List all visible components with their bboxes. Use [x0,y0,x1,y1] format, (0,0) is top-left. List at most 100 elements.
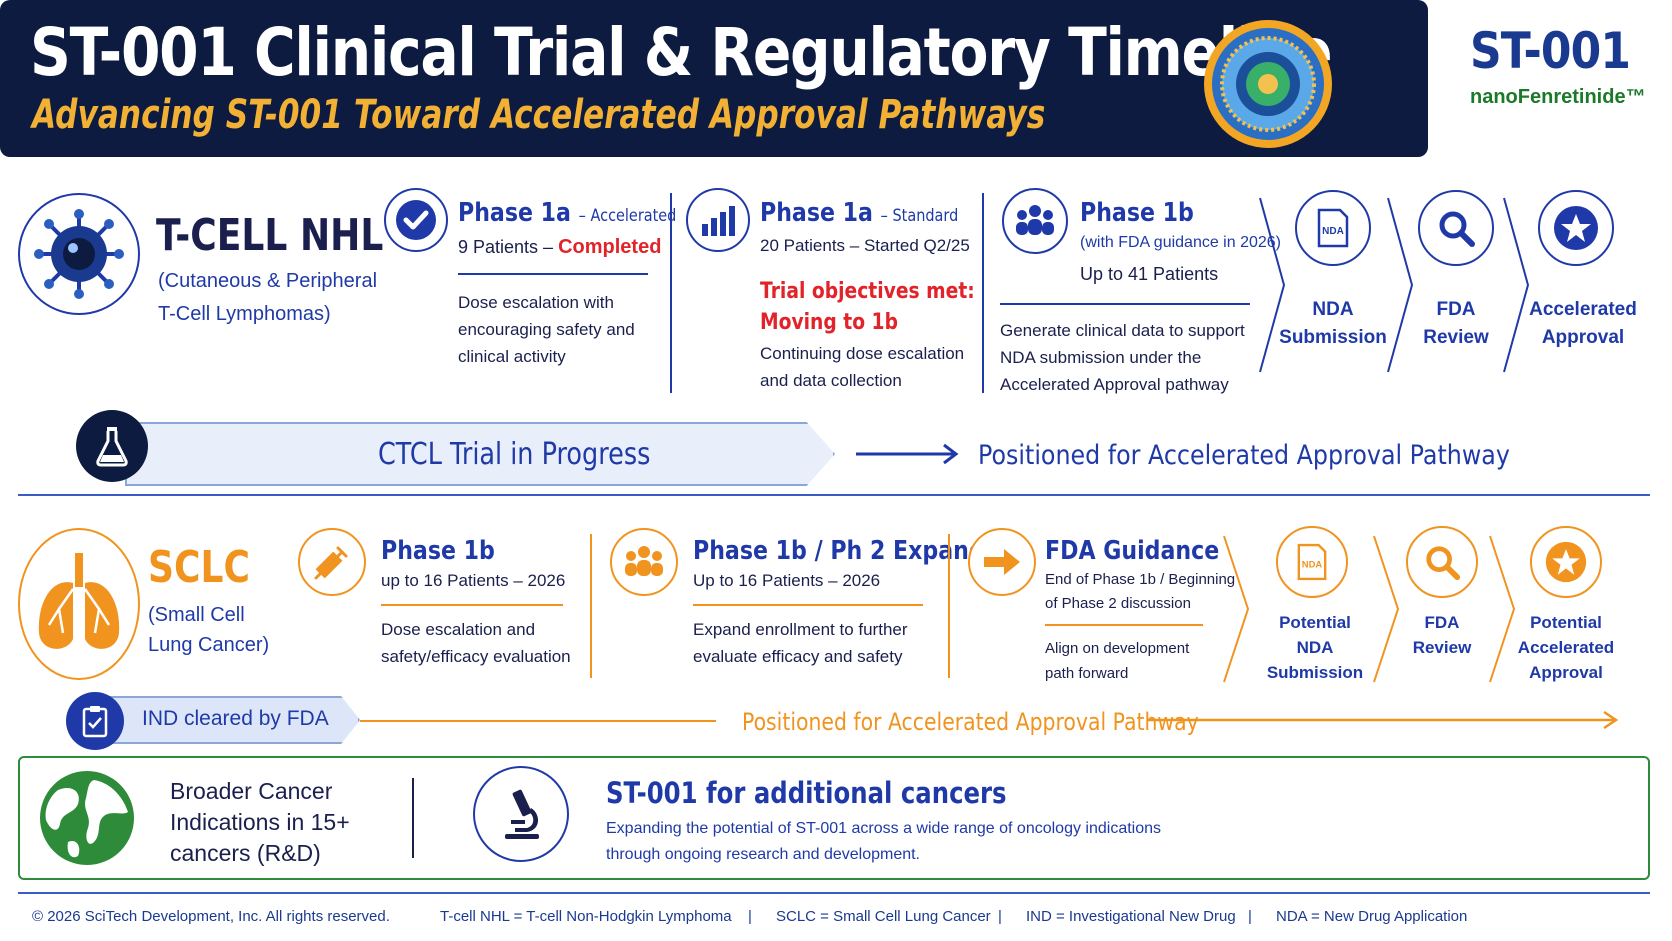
phase1a-acc-title: Phase 1a – Accelerated [458,198,677,228]
footer-separator: | [1248,908,1252,925]
tcell-positioned-text: Positioned for Accelerated Approval Path… [978,440,1510,471]
globe-icon [40,771,134,865]
header-banner [0,0,1428,157]
star-badge-icon [1538,190,1614,266]
vertical-divider [982,193,984,393]
brand-subtitle: nanoFenretinide™ [1470,86,1646,108]
sclc-phase1b-title: Phase 1b [381,536,495,566]
page-subtitle: Advancing ST-001 Toward Accelerated Appr… [32,92,1046,138]
footer-separator: | [998,908,1002,925]
arrow-right-icon [984,549,1020,575]
phase1b-patients: Up to 41 Patients [1080,264,1219,284]
sclc-fda-line1: End of Phase 1b / Beginning [1045,571,1236,588]
arrow-icon-circle [968,528,1036,596]
tcell-icon-circle [18,193,140,315]
syringe-icon-circle [298,528,366,596]
chevron-separator [1259,197,1286,373]
magnifier-icon [1418,190,1494,266]
ind-banner-text: IND cleared by FDA [142,707,329,730]
star-badge-icon [1530,526,1602,598]
page-title: ST-001 Clinical Trial & Regulatory Timel… [30,14,1333,91]
vertical-divider [590,534,592,678]
chevron-separator [1489,535,1516,683]
divider [693,604,923,606]
vertical-divider [670,193,672,393]
footer-abbrev-tcell: T-cell NHL = T-cell Non-Hodgkin Lymphoma [440,908,732,925]
footer-divider [18,892,1650,894]
checkmark-icon [396,200,436,240]
t-cell-virus-icon [34,209,124,299]
people-group-icon [625,546,663,576]
arrow-right-icon [1148,710,1619,730]
syringe-icon [314,546,348,580]
ind-banner [90,696,360,744]
clipboard-icon-circle [66,692,124,750]
sclc-fda-line2: of Phase 2 discussion [1045,595,1191,612]
flask-icon-circle [76,410,148,482]
footer-separator: | [748,908,752,925]
sclc-phase1b-patients: up to 16 Patients – 2026 [381,571,566,590]
sclc-name: SCLC [148,542,250,593]
tcell-desc-1: (Cutaneous & Peripheral [158,270,378,292]
divider [1045,624,1203,626]
ctcl-banner-text: CTCL Trial in Progress [378,437,651,472]
phase1a-acc-patients: 9 Patients – Completed [458,236,662,258]
chevron-separator [1503,197,1530,373]
divider [1000,303,1250,305]
sclc-fda-title: FDA Guidance [1045,536,1220,566]
people-icon-circle [610,528,678,596]
sclc-desc-2: Lung Cancer) [148,634,270,656]
chevron-separator [1223,535,1250,683]
broader-cancer-box [18,756,1650,880]
nda-document-icon: NDA [1295,190,1371,266]
microscope-icon [505,789,539,839]
sclc-desc-1: (Small Cell [148,604,245,626]
divider [381,604,563,606]
footer-abbrev-ind: IND = Investigational New Drug [1026,908,1236,925]
broader-desc-2: through ongoing research and development… [606,846,920,863]
people-group-icon [1016,205,1054,235]
broader-desc-1: Expanding the potential of ST-001 across… [606,820,1162,837]
phase1a-std-title: Phase 1a – Standard [760,198,959,228]
section-divider [18,494,1650,496]
ctcl-banner [125,422,835,486]
tcell-desc-2: T-Cell Lymphomas) [158,303,331,325]
chevron-separator [1373,535,1400,683]
sclc-phase1b2-patients: Up to 16 Patients – 2026 [693,571,881,590]
phase1a-std-patients: 20 Patients – Started Q2/25 [760,236,970,255]
nda-document-icon: NDA [1276,526,1348,598]
clipboard-check-icon [82,706,108,738]
phase1b-icon-circle [1002,188,1068,254]
sclc-icon-circle [18,528,140,680]
phase1a-acc-icon-circle [384,188,448,252]
flask-icon [96,427,128,467]
arrow-right-icon [856,443,959,465]
lungs-icon [38,553,120,649]
orange-line [360,720,716,722]
nanoparticle-icon [1204,20,1332,148]
broader-title: ST-001 for additional cancers [606,776,1007,810]
footer-abbrev-sclc: SCLC = Small Cell Lung Cancer [776,908,991,925]
phase1b-note: (with FDA guidance in 2026) [1080,234,1281,251]
nda-badge-text: NDA [1322,226,1344,237]
vertical-divider [948,534,950,678]
microscope-icon-circle [473,766,569,862]
magnifier-icon [1406,526,1478,598]
phase1a-std-icon-circle [686,188,750,252]
footer-copyright: © 2026 SciTech Development, Inc. All rig… [32,908,390,925]
chevron-separator [1387,197,1414,373]
phase1b-title: Phase 1b [1080,198,1194,228]
divider [458,273,648,275]
